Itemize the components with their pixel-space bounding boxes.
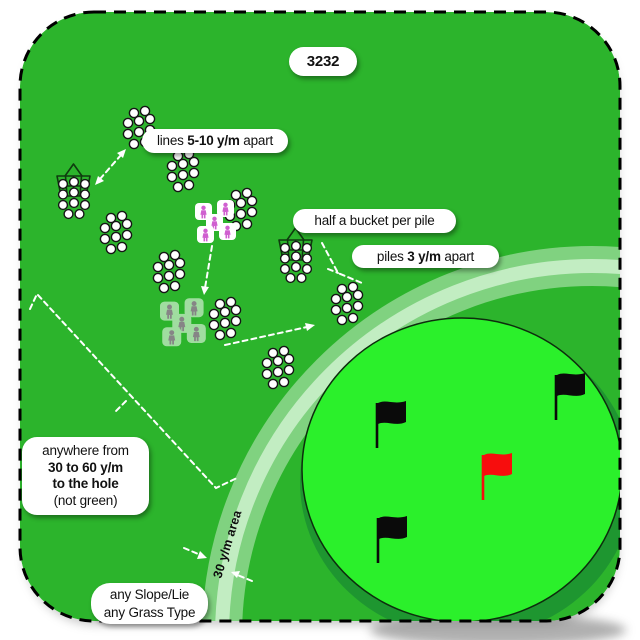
note-line-bold: to the hole	[52, 476, 119, 491]
label-text-bold: 5-10 y/m	[187, 133, 240, 148]
black-flag-icon	[375, 401, 406, 448]
lines-apart-label: lines 5-10 y/m apart	[142, 129, 288, 153]
note-line: any Slope/Lie	[109, 587, 190, 602]
black-flag-icon	[376, 516, 407, 563]
players-group-icon	[195, 200, 236, 243]
label-text: lines	[156, 133, 188, 148]
field-border	[18, 10, 622, 623]
throw-right-arrow	[224, 326, 308, 346]
golf-ball-pile	[99, 210, 133, 255]
baskets-layer	[56, 163, 313, 284]
lines-spacing-arrow	[99, 154, 122, 180]
note-line-bold: 30 to 60 y/m	[48, 459, 123, 475]
guide-lines	[29, 149, 363, 582]
drill-number-badge: 3232	[289, 47, 357, 76]
note-line: anywhere from	[42, 443, 129, 458]
golf-ball-pile	[261, 345, 295, 390]
move-down-arrow	[204, 245, 213, 289]
pile-spacing-bracket	[321, 242, 363, 284]
note-line: (not green)	[53, 492, 118, 508]
distance-band	[202, 246, 620, 621]
red-flag-icon	[481, 453, 512, 500]
piles-apart-label: piles 3 y/m apart	[352, 245, 499, 268]
black-flag-icon	[554, 373, 585, 420]
flags-layer	[375, 373, 585, 563]
distance-tick	[113, 400, 127, 414]
label-text: apart	[440, 249, 475, 264]
note-line: any Grass Type	[103, 604, 196, 620]
golf-ball-pile	[166, 148, 200, 193]
golf-ball-pile	[208, 296, 242, 341]
distance-to-hole-line	[29, 292, 238, 490]
people-layer	[160, 200, 236, 347]
band-width-arrow-right	[234, 573, 253, 582]
label-text-bold: 3 y/m	[407, 249, 441, 264]
bucket-per-pile-label: half a bucket per pile	[293, 209, 456, 233]
golf-ball-pile	[330, 281, 364, 326]
label-text: apart	[239, 133, 274, 148]
label-text: piles	[376, 249, 408, 264]
players-group-icon	[160, 298, 206, 347]
ball-basket-icon	[278, 227, 313, 284]
any-slope-grass-label: any Slope/Lie any Grass Type	[91, 583, 208, 624]
ball-basket-icon	[56, 163, 91, 220]
putting-green	[301, 317, 620, 621]
distance-note-box: anywhere from 30 to 60 y/m to the hole (…	[22, 437, 149, 515]
golf-ball-pile	[152, 249, 186, 294]
